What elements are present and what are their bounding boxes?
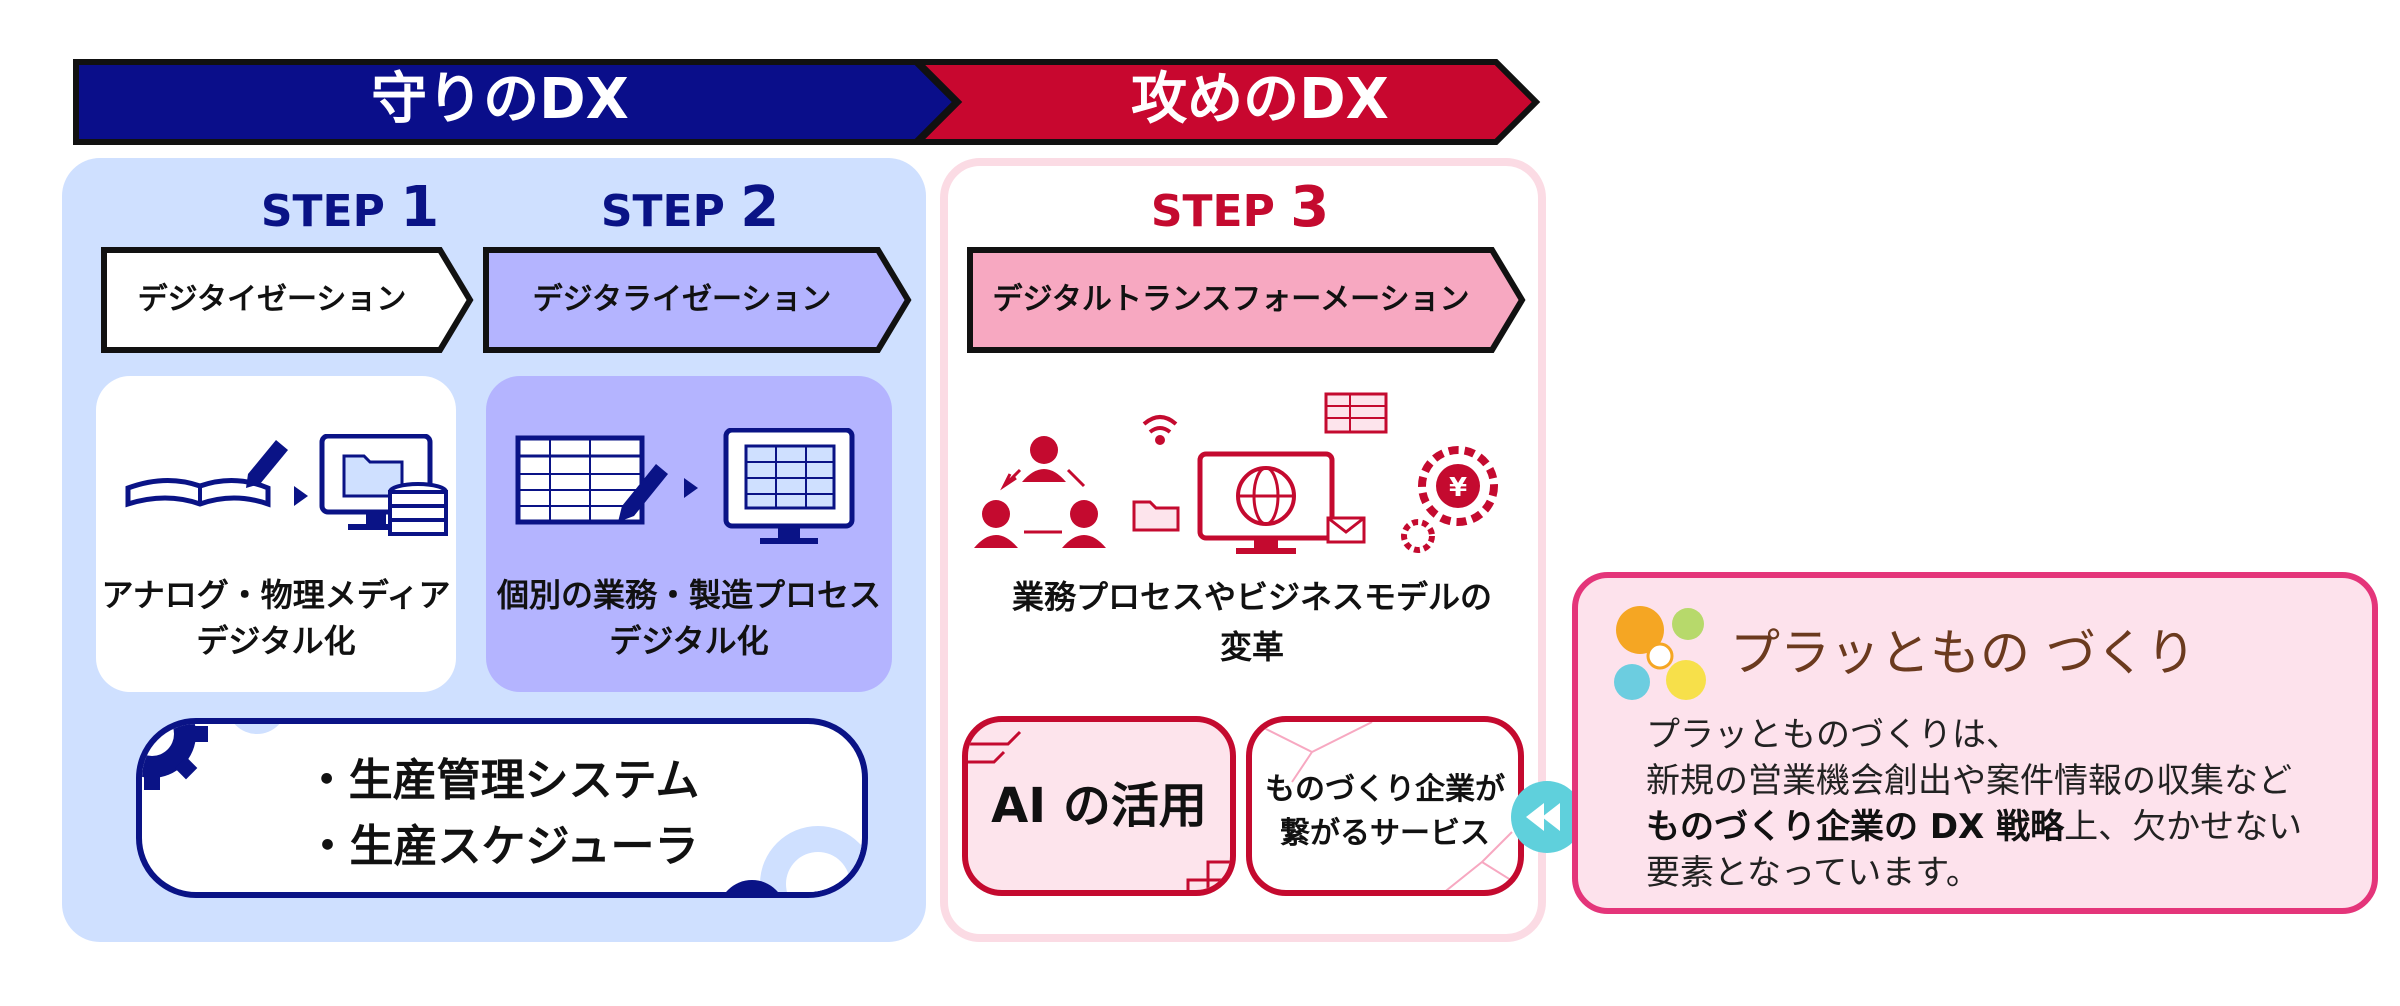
rewind-icon — [1511, 781, 1583, 853]
brand-logo-icon — [1614, 606, 1706, 700]
wifi-icon — [1142, 415, 1178, 445]
step3-text-line1: 業務プロセスやビジネスモデルの — [1011, 578, 1492, 616]
network-decoration — [1252, 722, 1518, 890]
step3-text-line2: 変革 — [1219, 628, 1284, 666]
gear-icon — [726, 826, 862, 892]
step1-illustration — [125, 434, 448, 536]
gear-icon — [1401, 519, 1435, 553]
service-label-line2: 繋がるサービス — [1280, 816, 1490, 851]
svg-text:¥: ¥ — [1449, 473, 1467, 503]
step2-text-line2: デジタル化 — [609, 622, 769, 660]
step3-title: STEP 3 — [1150, 175, 1330, 240]
step1-text-line2: デジタル化 — [196, 622, 356, 660]
defense-dx-label: 守りのDX — [371, 67, 629, 132]
table-icon — [1324, 392, 1388, 434]
yen-gear-icon: ¥ — [1418, 446, 1498, 526]
spreadsheet-pen-icon — [515, 435, 668, 525]
gear-icon — [142, 724, 208, 790]
step1-text-line1: アナログ・物理メディア — [101, 576, 451, 614]
chevron-right-icon — [684, 478, 698, 498]
systems-box: ・生産管理システム ・生産スケジューラ — [136, 718, 868, 898]
service-box: ものづくり企業が 繋がるサービス — [1246, 716, 1524, 896]
gear-icon — [234, 724, 280, 734]
phase-banner — [73, 59, 1541, 145]
folder-icon — [1132, 500, 1180, 532]
step3-illustration: ¥ — [974, 392, 1498, 554]
step-arrows — [101, 247, 1526, 353]
brand-box: プラッともの づくり プラッとものづくりは、 新規の営業機会創出や案件情報の収集… — [1572, 572, 2378, 914]
step3-arrow-label: デジタルトランスフォーメーション — [992, 282, 1470, 317]
brand-name: プラッともの づくり — [1730, 624, 2196, 682]
service-label-line1: ものづくり企業が — [1265, 772, 1505, 807]
globe-monitor-icon — [1197, 451, 1335, 554]
circuit-decoration — [968, 730, 1230, 890]
chevron-right-icon — [294, 486, 308, 506]
system-line-2: ・生産スケジューラ — [305, 821, 699, 872]
step2-arrow-label: デジタライゼーション — [532, 282, 832, 317]
ai-box: AI の活用 — [962, 716, 1236, 896]
people-network-icon — [974, 436, 1106, 548]
step2-title: STEP 2 — [600, 175, 780, 240]
step1-card: アナログ・物理メディア デジタル化 — [96, 376, 456, 692]
mail-icon — [1326, 516, 1366, 544]
system-line-1: ・生産管理システム — [304, 755, 700, 806]
database-icon — [388, 482, 448, 536]
monitor-spreadsheet-icon — [723, 428, 855, 544]
step2-illustration — [515, 428, 855, 544]
ai-label: AI の活用 — [991, 778, 1207, 834]
step1-arrow-label: デジタイゼーション — [137, 282, 407, 317]
step1-title: STEP 1 — [260, 175, 440, 240]
book-pen-icon — [125, 440, 288, 508]
step2-card: 個別の業務・製造プロセス デジタル化 — [486, 376, 892, 692]
step2-text-line1: 個別の業務・製造プロセス — [496, 576, 881, 614]
offense-dx-label: 攻めのDX — [1131, 67, 1389, 132]
brand-description: プラッとものづくりは、 新規の営業機会創出や案件情報の収集など ものづくり企業の… — [1646, 715, 2303, 893]
